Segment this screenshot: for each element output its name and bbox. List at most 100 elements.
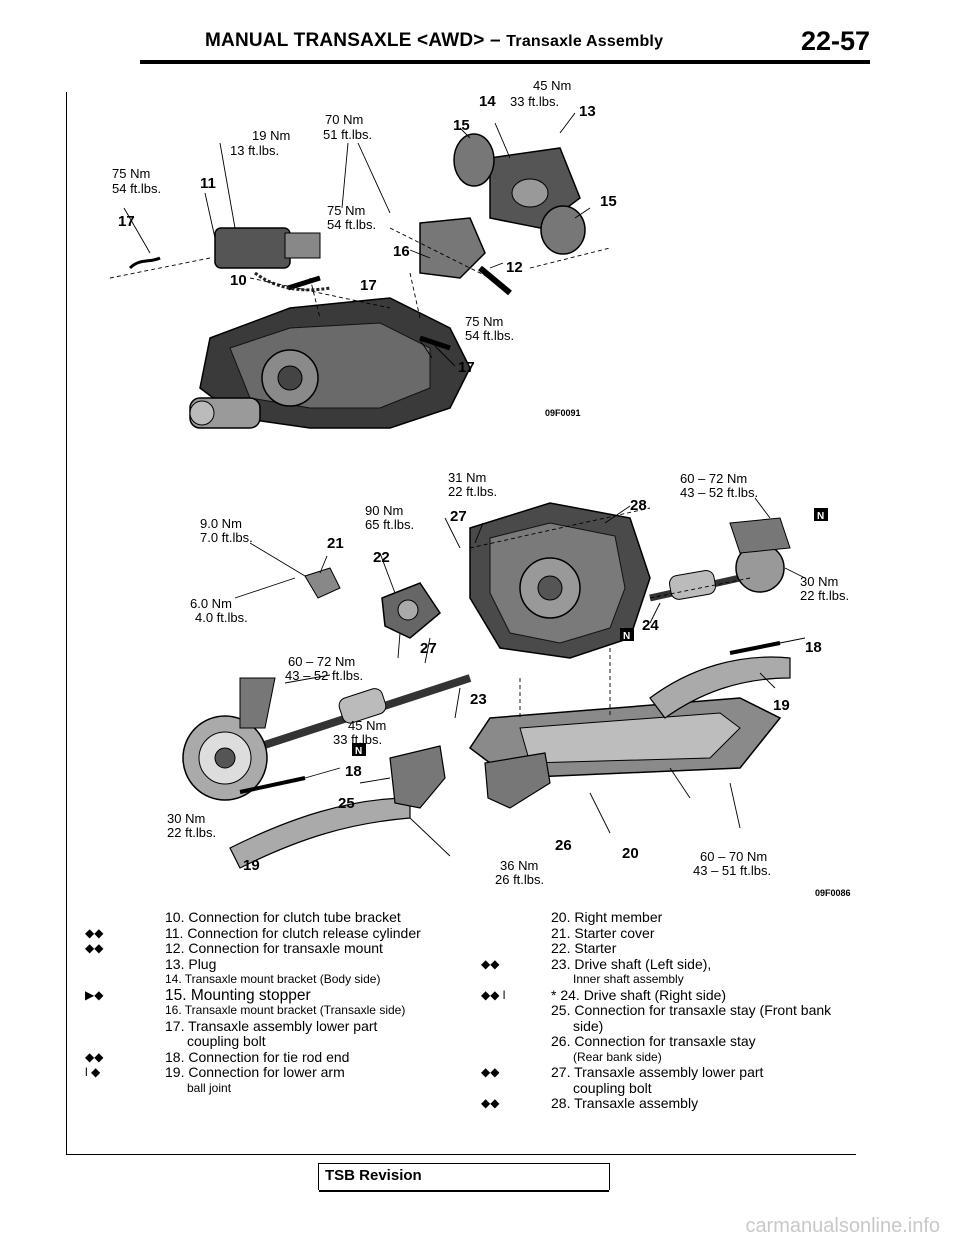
legend-item: ball joint	[165, 1081, 421, 1097]
callout-number: 18	[345, 763, 362, 780]
torque-label: 43 – 52 ft.lbs.	[680, 485, 758, 500]
torque-label: 54 ft.lbs.	[112, 181, 161, 196]
legend-text: 11. Connection for clutch release cylind…	[165, 924, 421, 941]
bottom-callouts: 27 28 21 22 24 18 27 23 19 18 25 20 26 1…	[243, 497, 822, 874]
callout-number: 25	[338, 795, 355, 812]
callout-number: 19	[243, 857, 260, 874]
title-sub: Transaxle Assembly	[506, 33, 664, 50]
legend-item: 16. Transaxle mount bracket (Transaxle s…	[165, 1003, 421, 1019]
legend-item: ◆◆18. Connection for tie rod end	[85, 1049, 421, 1066]
callout-number: 21	[327, 535, 344, 552]
N-marker-icon: N	[352, 743, 366, 757]
torque-label: 75 Nm	[465, 314, 503, 329]
legend-item: 20. Right member	[551, 909, 831, 926]
legend-item: ◆◆ l* 24. Drive shaft (Right side)	[481, 987, 831, 1004]
tsb-label: TSB Revision	[325, 1167, 422, 1184]
legend-text: 12. Connection for transaxle mount	[165, 940, 383, 956]
legend-item: 25. Connection for transaxle stay (Front…	[551, 1002, 832, 1019]
callout-number: 19	[773, 697, 790, 714]
legend-text: 25. Connection for transaxle stay (Front…	[551, 1002, 832, 1018]
title-main: MANUAL TRANSAXLE <AWD> –	[205, 30, 501, 51]
svg-text:N: N	[817, 511, 824, 522]
callout-number: 17	[360, 277, 377, 294]
legend-text: 28. Transaxle assembly	[551, 1095, 699, 1111]
callout-number: 18	[805, 639, 822, 656]
callout-number: 23	[470, 691, 487, 708]
torque-label: 30 Nm	[800, 574, 838, 589]
callout-number: 17	[458, 359, 475, 376]
torque-label: 54 ft.lbs.	[465, 328, 514, 343]
callout-number: 13	[579, 103, 596, 120]
torque-label: 33 ft.lbs.	[333, 732, 382, 747]
legend-item: 22. Starter	[551, 940, 831, 957]
callout-number: 24	[642, 617, 659, 634]
torque-label: 33 ft.lbs.	[510, 94, 559, 109]
legend-item: ◆◆ 27. Transaxle assembly lower part	[481, 1064, 831, 1081]
legend-text: (Rear bank side)	[573, 1049, 662, 1064]
torque-label: 7.0 ft.lbs.	[200, 530, 253, 545]
legend-item: 17. Transaxle assembly lower part	[165, 1017, 421, 1035]
legend-text: side)	[573, 1017, 604, 1034]
legend-text: 26. Connection for transaxle stay	[551, 1033, 756, 1049]
legend-item: 10. Connection for clutch tube bracket	[165, 909, 421, 926]
legend-mark-icon: ◆◆ l	[481, 987, 506, 1002]
legend-text: 20. Right member	[551, 909, 663, 925]
callout-number: 15	[453, 117, 470, 134]
legend-text: 27. Transaxle assembly lower part	[551, 1064, 764, 1080]
legend-text: 17. Transaxle assembly lower part	[165, 1017, 378, 1034]
torque-label: 22 ft.lbs.	[800, 588, 849, 603]
tsb-revision-box: TSB Revision	[318, 1163, 610, 1192]
legend-text: coupling bolt	[573, 1079, 652, 1096]
top-diagram: 45 Nm 33 ft.lbs. 70 Nm 51 ft.lbs. 19 Nm …	[109, 78, 617, 429]
page-title: MANUAL TRANSAXLE <AWD> – Transaxle Assem…	[205, 30, 663, 52]
left-margin-rule	[66, 92, 67, 1154]
legend-text: 14. Transaxle mount bracket (Body side)	[165, 972, 381, 986]
callout-number: 11	[200, 175, 216, 192]
svg-text:N: N	[355, 746, 362, 757]
callout-number: 14	[479, 93, 496, 110]
N-marker-icon: N	[814, 508, 828, 522]
watermark: carmanualsonline.info	[745, 1215, 940, 1237]
torque-label: 65 ft.lbs.	[365, 517, 414, 532]
bottom-diagram: N N N	[167, 470, 851, 898]
callout-number: 20	[622, 845, 639, 862]
legend-item: coupling bolt	[165, 1033, 421, 1050]
legend-item: 26. Connection for transaxle stay	[551, 1033, 831, 1050]
top-leader-lines	[109, 112, 611, 367]
footer-rule	[66, 1154, 856, 1155]
torque-label: 75 Nm	[327, 203, 365, 218]
legend-item: ◆◆11. Connection for clutch release cyli…	[85, 924, 421, 942]
torque-label: 45 Nm	[348, 718, 386, 733]
torque-label: 30 Nm	[167, 811, 205, 826]
torque-label: 51 ft.lbs.	[323, 127, 372, 142]
callout-number: 27	[420, 640, 437, 657]
legend-item: ◆◆ 12. Connection for transaxle mount	[85, 940, 421, 957]
callout-number: 15	[600, 193, 617, 210]
torque-label: 43 – 52 ft.lbs.	[285, 668, 363, 683]
legend-text: 16. Transaxle mount bracket (Transaxle s…	[165, 1003, 406, 1017]
torque-label: 60 – 72 Nm	[680, 471, 747, 486]
torque-label: 31 Nm	[448, 470, 486, 485]
legend-mark-icon: l ◆	[85, 1065, 101, 1079]
legend-item: ◆◆23. Drive shaft (Left side),	[481, 956, 831, 973]
legend-text: 13. Plug	[165, 955, 217, 972]
callout-number: 17	[118, 213, 135, 230]
torque-label: 19 Nm	[252, 128, 290, 143]
torque-label: 90 Nm	[365, 503, 403, 518]
callout-number: 16	[393, 243, 410, 260]
legend-left: 10. Connection for clutch tube bracket◆◆…	[85, 909, 421, 1097]
callout-number: 28	[630, 497, 647, 514]
top-torque-labels: 45 Nm 33 ft.lbs. 70 Nm 51 ft.lbs. 19 Nm …	[112, 78, 571, 343]
legend-text: 19. Connection for lower arm	[165, 1064, 345, 1080]
legend-item: Inner shaft assembly	[551, 972, 831, 988]
legend-mark-icon: ◆◆	[481, 1065, 500, 1079]
legend-item: coupling bolt	[551, 1079, 831, 1097]
figure-code: 09F0086	[815, 888, 851, 898]
callout-number: 27	[450, 508, 467, 525]
legend-item: l ◆ 19. Connection for lower arm	[85, 1064, 421, 1081]
legend-text: Inner shaft assembly	[573, 972, 684, 986]
legend-text: 10. Connection for clutch tube bracket	[165, 909, 401, 925]
legend-mark-icon: ◆◆	[85, 941, 104, 955]
svg-text:N: N	[623, 631, 630, 642]
